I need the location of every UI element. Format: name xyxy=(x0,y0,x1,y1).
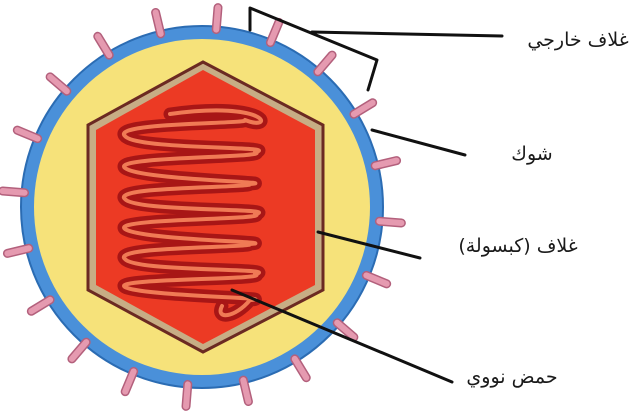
spike-fill xyxy=(125,371,133,391)
spike-fill xyxy=(270,22,278,42)
spikes-leader xyxy=(372,130,465,155)
label-capsid: غلاف (كبسولة) xyxy=(458,235,577,257)
spike-fill xyxy=(17,130,37,138)
spike-fill xyxy=(186,384,188,406)
spike-fill xyxy=(379,221,401,223)
label-spikes: شوك xyxy=(511,143,552,165)
spike-fill xyxy=(216,8,218,30)
label-nucleic-acid: حمض نووي xyxy=(466,366,557,388)
label-envelope: غلاف خارجي xyxy=(527,29,628,51)
spike-fill xyxy=(366,275,386,283)
spike-fill xyxy=(3,191,25,193)
